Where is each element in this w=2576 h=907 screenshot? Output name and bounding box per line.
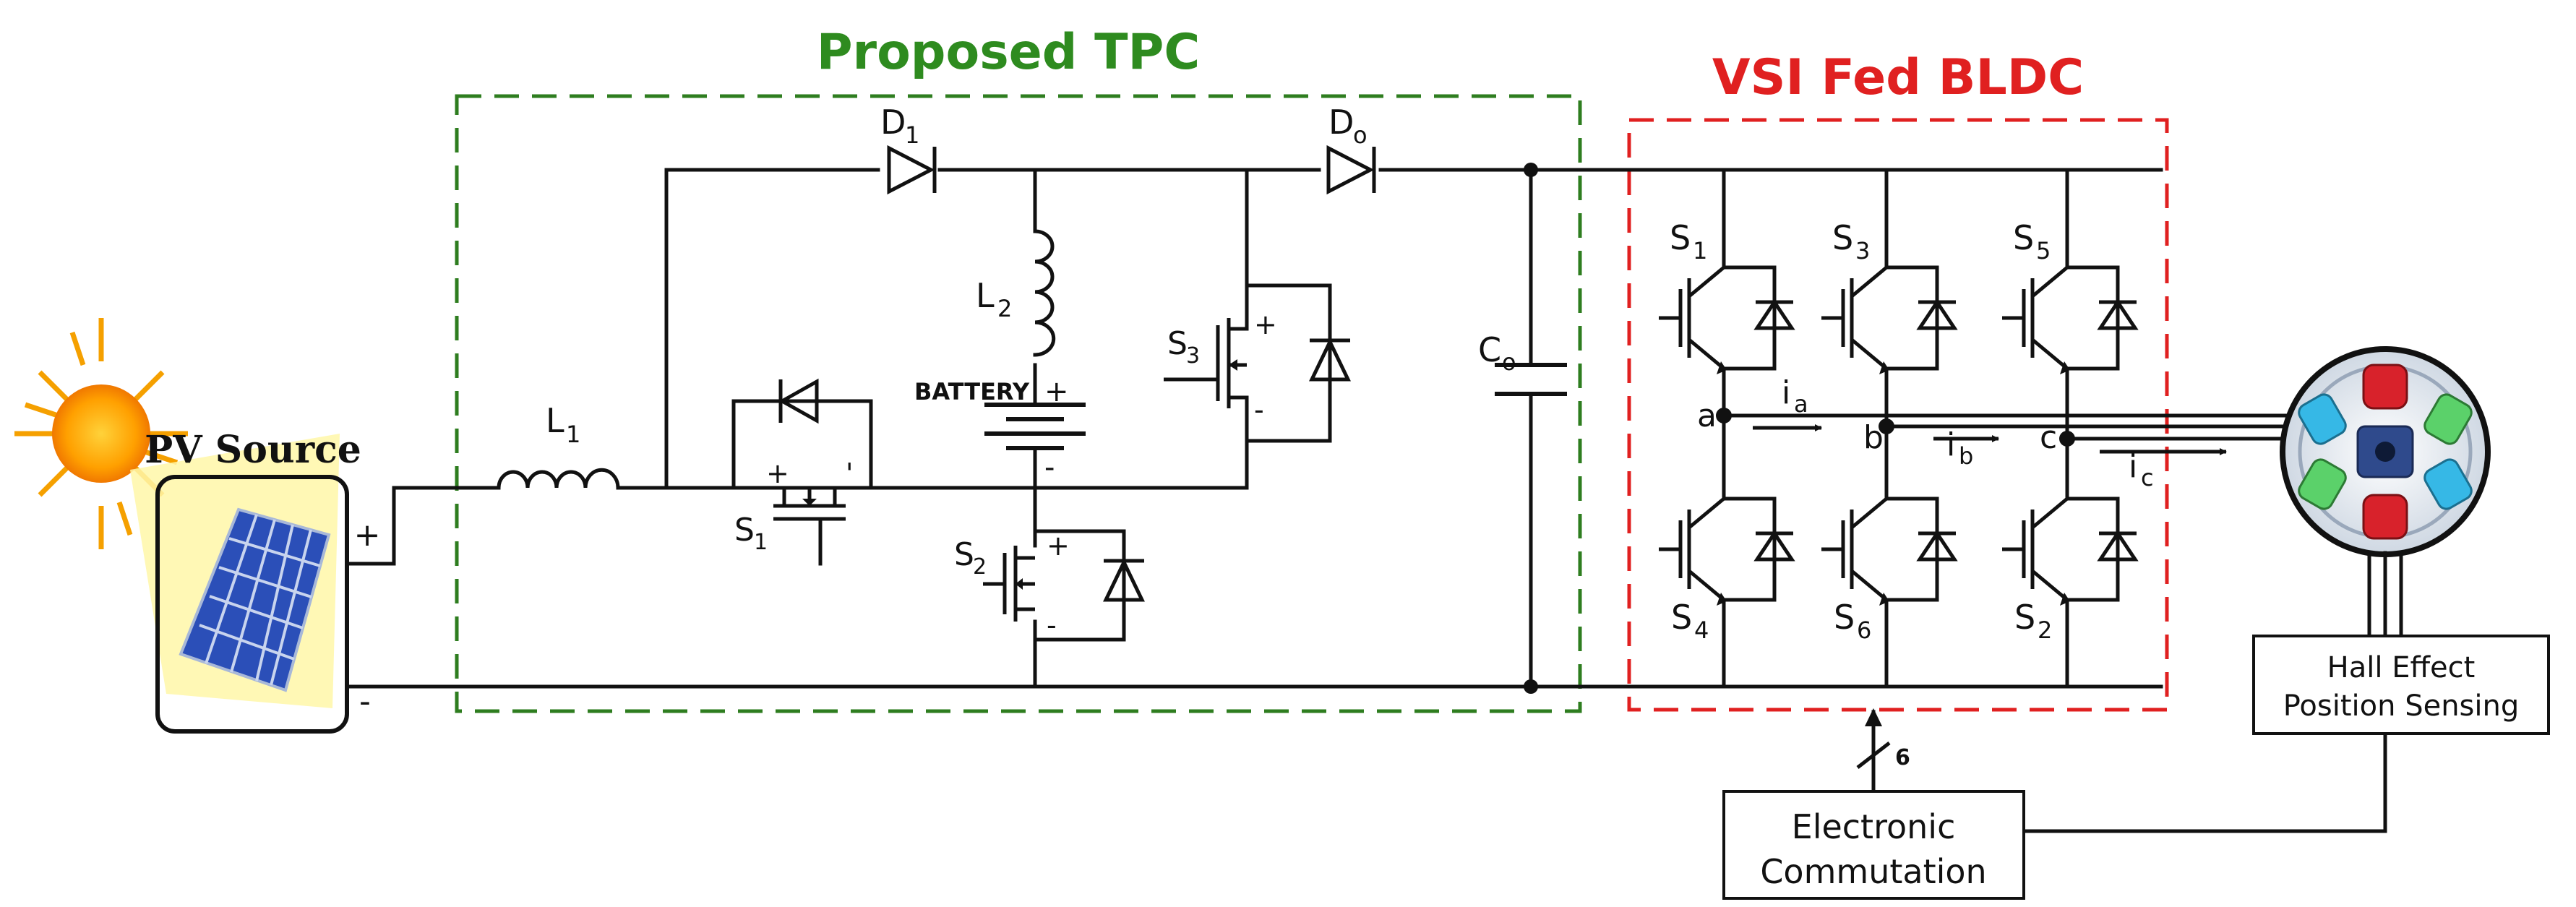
sun-icon (14, 318, 188, 549)
commutation-line-1: Electronic (1792, 807, 1956, 846)
s1-label: S (734, 512, 755, 549)
switch-subscript: 5 (2036, 237, 2051, 265)
s1-plus: + (766, 457, 789, 489)
do-label: D (1328, 103, 1354, 142)
l2-label: L (976, 276, 995, 315)
hall-sensor-block: Hall Effect Position Sensing (2252, 635, 2550, 735)
pv-panel-frame (155, 475, 349, 734)
l1-label: L (546, 401, 564, 440)
igbt-switch (1659, 238, 1793, 397)
l1-subscript: 1 (566, 421, 580, 448)
switch-label: S (2014, 598, 2035, 637)
node-a-label: a (1697, 397, 1717, 434)
switch-subscript: 3 (1855, 237, 1870, 265)
switch-subscript: 2 (2038, 616, 2052, 644)
s1-subscript: 1 (754, 530, 768, 555)
co-subscript: o (1502, 348, 1516, 376)
tpc-title: Proposed TPC (817, 24, 1201, 81)
l2-subscript: 2 (997, 295, 1012, 322)
switch-label: S (2013, 218, 2034, 257)
current-ia-label: i (1782, 374, 1790, 411)
s2-minus: - (1047, 609, 1057, 641)
s2-subscript: 2 (973, 554, 987, 580)
pv-plus-label: + (354, 517, 381, 554)
switch-subscript: 6 (1857, 616, 1871, 644)
battery-minus: - (1044, 451, 1055, 484)
inverter-bridge (1659, 168, 2293, 689)
co-label: C (1478, 330, 1501, 369)
solar-panel-icon (179, 507, 331, 692)
battery-icon (984, 397, 1086, 459)
inverter-labels: S 1 S 3 S 5 S 4 S 6 S 2 a b c i a i b i … (1670, 218, 2154, 644)
junction-dot (1524, 163, 1538, 177)
d1-label: D (880, 103, 906, 142)
current-ib-label: i (1946, 426, 1955, 463)
node-c-label: c (2040, 419, 2057, 456)
mosfet-s3: + - S 3 (1164, 283, 1351, 443)
do-subscript: o (1353, 121, 1368, 149)
mosfet-s1: + ' S 1 (731, 378, 873, 566)
igbt-switch (2002, 238, 2137, 397)
switch-label: S (1834, 598, 1855, 637)
bus-width-label: 6 (1895, 745, 1910, 770)
s3-plus: + (1254, 309, 1277, 340)
d1-subscript: 1 (905, 121, 919, 149)
battery-label: BATTERY (914, 378, 1030, 405)
s3-minus: - (1254, 394, 1264, 426)
inductor-l2: L 2 (976, 229, 1056, 357)
battery-plus: + (1044, 375, 1069, 408)
switch-label: S (1832, 218, 1853, 257)
node-b-label: b (1863, 419, 1884, 456)
sensor-wiring (1856, 551, 2403, 833)
vsi-title: VSI Fed BLDC (1712, 49, 2084, 106)
s1-minus: ' (846, 457, 853, 489)
switch-label: S (1671, 598, 1692, 637)
s3-subscript: 3 (1186, 343, 1200, 369)
current-ic-label: i (2129, 448, 2137, 485)
hall-line-1: Hall Effect (2327, 651, 2476, 684)
commutation-block: Electronic Commutation (1722, 790, 2025, 900)
wiring (345, 168, 2163, 689)
diode-d1: D 1 (880, 103, 937, 195)
pv-minus-label: - (359, 683, 371, 720)
mosfet-s2: + - S 2 (954, 529, 1145, 642)
pv-source-label: PV Source (145, 428, 361, 472)
s3-label: S (1167, 325, 1188, 362)
switch-label: S (1670, 218, 1691, 257)
bldc-motor-icon (2280, 346, 2491, 557)
inductor-l1: L 1 (497, 401, 620, 490)
switch-subscript: 4 (1694, 616, 1709, 644)
hall-line-2: Position Sensing (2283, 689, 2520, 723)
switch-subscript: 1 (1693, 237, 1707, 265)
commutation-line-2: Commutation (1760, 852, 1986, 891)
current-ia-subscript: a (1794, 390, 1808, 418)
s2-label: S (954, 536, 974, 573)
junction-dot (1524, 679, 1538, 694)
current-ib-subscript: b (1959, 442, 1973, 470)
current-ic-subscript: c (2141, 464, 2154, 491)
igbt-switch (1821, 238, 1956, 397)
capacitor-co: C o (1478, 330, 1567, 396)
diode-do: D o (1326, 103, 1376, 195)
tpc-boundary (455, 94, 1582, 713)
s2-plus: + (1047, 530, 1070, 562)
